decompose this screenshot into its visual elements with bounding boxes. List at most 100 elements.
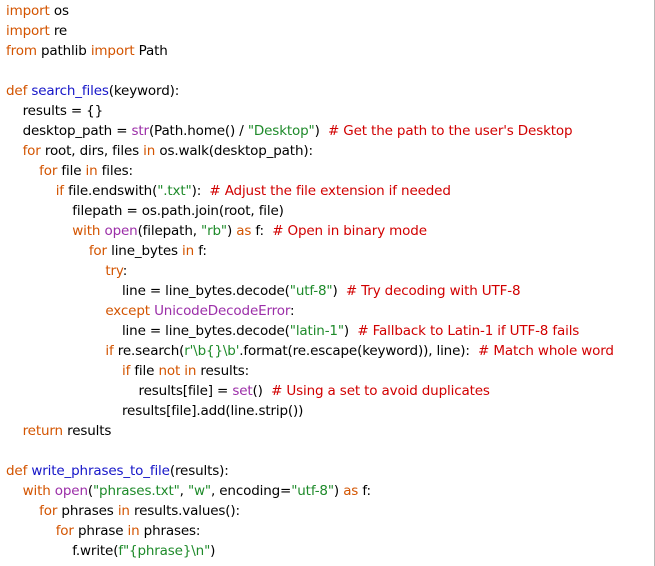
code-text-token: results[file] = [6, 383, 233, 399]
code-line[interactable]: results[file] = set() # Using a set to a… [6, 381, 654, 401]
builtin-token: open [54, 483, 88, 499]
code-text-token: phrase [73, 523, 128, 539]
code-line[interactable]: f.write(f"{phrase}\n") [6, 541, 654, 561]
code-line[interactable]: if re.search(r'\b{}\b'.format(re.escape(… [6, 341, 654, 361]
code-line[interactable] [6, 61, 654, 81]
code-line[interactable]: for phrases in results.values(): [6, 501, 654, 521]
keyword-token: import [6, 3, 50, 19]
comment-token: # Match whole word [478, 343, 614, 359]
code-line[interactable]: with open(filepath, "rb") as f: # Open i… [6, 221, 654, 241]
code-line[interactable]: import os [6, 1, 654, 21]
code-text-token: ( [87, 483, 93, 499]
code-line[interactable]: from pathlib import Path [6, 41, 654, 61]
code-line[interactable]: filepath = os.path.join(root, file) [6, 201, 654, 221]
code-text-token [6, 363, 122, 379]
code-text-token [6, 183, 56, 199]
code-line[interactable]: if file.endswith(".txt"): # Adjust the f… [6, 181, 654, 201]
keyword-token: not [158, 363, 181, 379]
code-line[interactable]: results[file].add(line.strip()) [6, 401, 654, 421]
code-text-token [6, 243, 89, 259]
keyword-token: in [127, 523, 140, 539]
keyword-token: return [22, 423, 64, 439]
code-text-token: line = line_bytes.decode( [6, 323, 290, 339]
code-line[interactable]: import re [6, 21, 654, 41]
code-line[interactable]: results = {} [6, 101, 654, 121]
keyword-token: in [117, 503, 130, 519]
code-line[interactable]: try: [6, 261, 654, 281]
keyword-token: for [22, 143, 41, 159]
builtin-token: open [104, 223, 138, 239]
keyword-token: as [236, 223, 252, 239]
builtin-token: str [131, 123, 150, 139]
code-line[interactable]: desktop_path = str(Path.home() / "Deskto… [6, 121, 654, 141]
keyword-token: import [90, 43, 135, 59]
code-text-token [6, 503, 39, 519]
keyword-token: for [39, 503, 58, 519]
string-token: "w" [187, 483, 211, 499]
code-text-token: f.write( [6, 543, 119, 559]
code-text-token [6, 423, 23, 439]
code-line[interactable]: if file not in results: [6, 361, 654, 381]
keyword-token: in [143, 143, 156, 159]
code-text-token: line_bytes [106, 243, 183, 259]
function-name-token: write_phrases_to_file [31, 463, 170, 479]
code-text-token: ) [210, 543, 216, 559]
code-line[interactable]: def search_files(keyword): [6, 81, 654, 101]
comment-token: # Adjust the file extension if needed [209, 183, 451, 199]
code-text-token: results = {} [6, 103, 104, 119]
code-text-token: ) [333, 483, 344, 499]
code-line[interactable]: line = line_bytes.decode("utf-8") # Try … [6, 281, 654, 301]
keyword-token: for [88, 243, 107, 259]
keyword-token: with [72, 223, 101, 239]
keyword-token: if [55, 183, 64, 199]
code-line[interactable]: return results [6, 421, 654, 441]
keyword-token: for [39, 163, 58, 179]
code-text-token: root, dirs, files [40, 143, 144, 159]
code-text-token [6, 163, 39, 179]
comment-token: # Get the path to the user's Desktop [328, 123, 573, 139]
code-text-token: re.search( [113, 343, 185, 359]
string-token: "phrases.txt" [93, 483, 180, 499]
code-text-token: (results): [169, 463, 229, 479]
code-text-token [6, 343, 105, 359]
code-text-token: , [179, 483, 188, 499]
code-text-token: os [49, 3, 69, 19]
code-line[interactable]: for phrase in phrases: [6, 521, 654, 541]
keyword-token: from [6, 43, 37, 59]
keyword-token: try [105, 263, 123, 279]
code-text-token: results[file].add(line.strip()) [6, 403, 304, 419]
code-line[interactable]: for file in files: [6, 161, 654, 181]
code-line[interactable]: with open("phrases.txt", "w", encoding="… [6, 481, 654, 501]
code-text-token: ) [314, 123, 328, 139]
code-text-token [6, 223, 72, 239]
code-text-token: pathlib [36, 43, 91, 59]
code-text-token: : [122, 263, 128, 279]
code-line[interactable]: for line_bytes in f: [6, 241, 654, 261]
code-line[interactable] [6, 441, 654, 461]
code-text-token: desktop_path = [6, 123, 132, 139]
code-line[interactable]: line = line_bytes.decode("latin-1") # Fa… [6, 321, 654, 341]
string-token: "utf-8" [291, 483, 334, 499]
keyword-token: as [343, 483, 359, 499]
code-text-token: (filepath, [137, 223, 202, 239]
string-token: "latin-1" [289, 323, 344, 339]
code-line[interactable]: except UnicodeDecodeError: [6, 301, 654, 321]
code-text-token: , encoding= [210, 483, 292, 499]
code-text-token: os.walk(desktop_path): [155, 143, 313, 159]
code-text-token: file [57, 163, 86, 179]
keyword-token: with [22, 483, 51, 499]
code-text-token: : [290, 303, 295, 319]
comment-token: # Using a set to avoid duplicates [271, 383, 490, 399]
code-text-token: files: [97, 163, 133, 179]
code-text-token: ): [191, 183, 210, 199]
code-text-token: f: [251, 223, 273, 239]
code-text-token: file.endswith( [63, 183, 158, 199]
code-text-token: file [130, 363, 159, 379]
code-line[interactable]: def write_phrases_to_file(results): [6, 461, 654, 481]
code-text-token: re [49, 23, 68, 39]
code-text-token: f: [358, 483, 371, 499]
code-line[interactable]: for root, dirs, files in os.walk(desktop… [6, 141, 654, 161]
code-text-token: ) [332, 283, 346, 299]
